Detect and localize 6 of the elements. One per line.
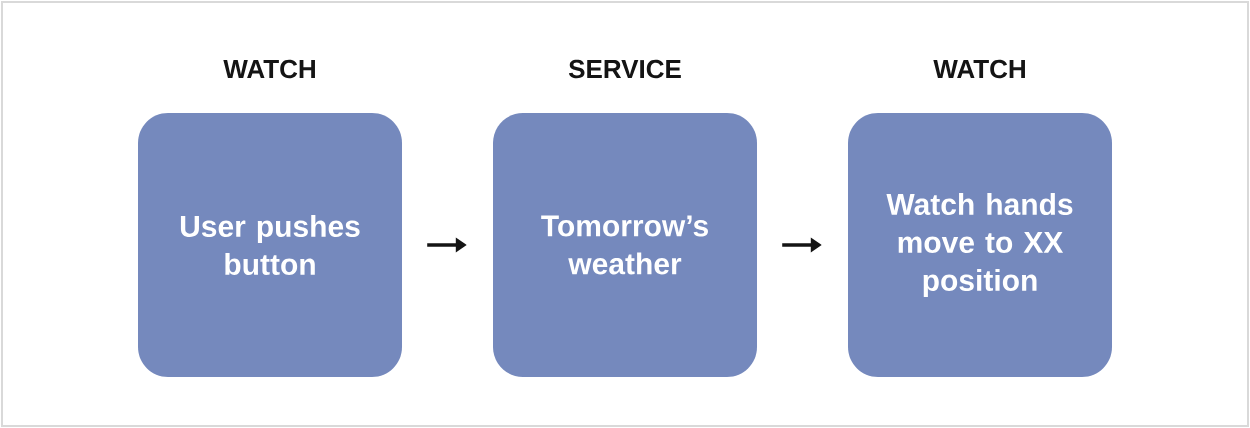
- heading: WATCH: [933, 59, 1025, 79]
- heading: WATCH: [223, 59, 315, 79]
- process-box: Watch hands move to XX position: [848, 113, 1112, 377]
- heading: SERVICE: [568, 59, 681, 79]
- process-box: User pushes button: [138, 113, 402, 377]
- process-box: Tomorrow’s weather: [493, 113, 757, 377]
